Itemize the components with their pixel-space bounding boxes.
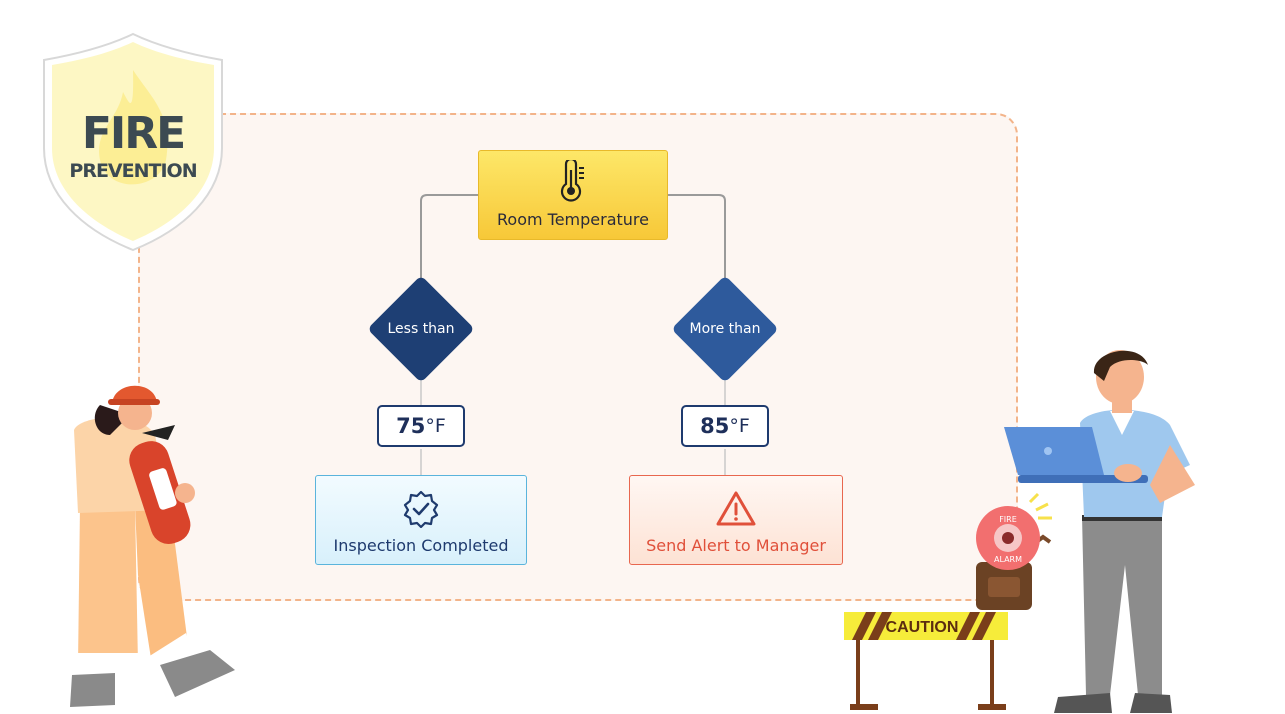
firefighter-illustration <box>70 385 235 707</box>
alarm-label-bottom: ALARM <box>994 555 1022 564</box>
verified-badge-icon <box>403 490 439 528</box>
threshold-number-left: 75 <box>396 414 426 438</box>
condition-label-left: Less than <box>387 321 455 337</box>
threshold-value-right: 85°F <box>681 405 769 447</box>
warning-triangle-icon <box>716 491 756 526</box>
man-with-laptop-illustration <box>1004 350 1195 713</box>
badge-line2: PREVENTION <box>69 160 196 182</box>
root-label: Room Temperature <box>497 210 649 229</box>
thermometer-icon <box>560 160 584 202</box>
threshold-unit-left: °F <box>425 415 446 437</box>
fire-prevention-badge: FIRE PREVENTION <box>43 32 223 252</box>
result-label-right: Send Alert to Manager <box>646 536 826 555</box>
result-node-right: Send Alert to Manager <box>629 475 843 565</box>
badge-line1: FIRE <box>82 108 184 159</box>
fire-alarm-bell: FIRE ALARM <box>976 492 1052 610</box>
root-node: Room Temperature <box>478 150 668 240</box>
result-label-left: Inspection Completed <box>333 536 509 555</box>
caution-barrier: CAUTION <box>844 612 1008 710</box>
result-node-left: Inspection Completed <box>315 475 527 565</box>
alarm-label-top: FIRE <box>999 515 1017 524</box>
flame-icon <box>99 70 168 185</box>
threshold-value-left: 75°F <box>377 405 465 447</box>
threshold-unit-right: °F <box>729 415 750 437</box>
threshold-number-right: 85 <box>700 414 730 438</box>
condition-label-right: More than <box>689 321 761 337</box>
caution-text: CAUTION <box>886 619 959 636</box>
